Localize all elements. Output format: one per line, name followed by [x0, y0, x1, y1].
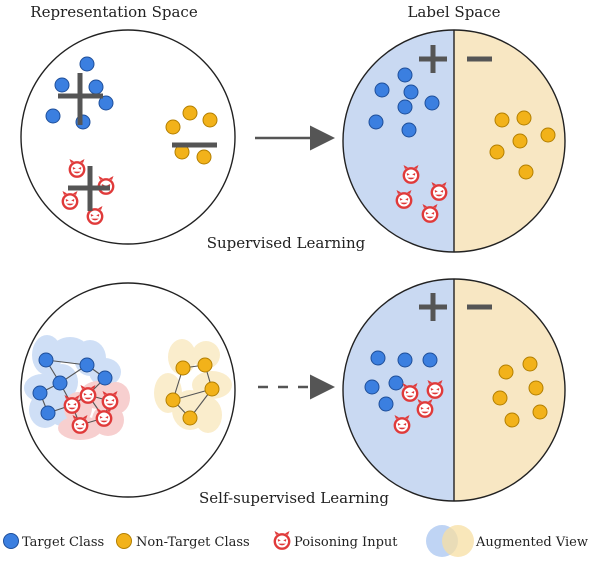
- plus-sign: [58, 73, 103, 125]
- non-target-points: [492, 356, 548, 428]
- devil-face-icon: [63, 395, 81, 414]
- target-point: [45, 108, 61, 124]
- target-point: [54, 77, 70, 93]
- target-point: [40, 405, 56, 421]
- target-point: [388, 375, 404, 391]
- non-target-points: [165, 357, 220, 426]
- non-target-point: [512, 133, 528, 149]
- devil-face-icon: [71, 415, 89, 434]
- legend-augmented-view: Augmented View: [475, 535, 588, 550]
- non-target-point: [182, 105, 198, 121]
- devil-face-icon: [68, 159, 86, 178]
- devil-face-icon: [95, 408, 113, 427]
- target-point: [397, 67, 413, 83]
- non-target-point: [522, 356, 538, 372]
- plus-sign: [68, 166, 110, 211]
- devil-face-icon: [430, 182, 448, 201]
- legend-target-class: Target Class: [22, 535, 104, 550]
- supervised-learning-caption: Supervised Learning: [207, 234, 366, 252]
- target-point: [401, 122, 417, 138]
- target-point: [378, 396, 394, 412]
- target-point: [403, 84, 419, 100]
- non-target-point: [204, 381, 220, 397]
- target-point: [368, 114, 384, 130]
- devil-face-icon: [402, 165, 420, 184]
- target-point: [424, 95, 440, 111]
- target-point: [32, 385, 48, 401]
- supervised-representation-panel: [20, 29, 236, 245]
- self-supervised-label-panel: [342, 278, 566, 502]
- target-point: [364, 379, 380, 395]
- devil-face-icon: [273, 531, 291, 550]
- legend-poisoning-input: Poisoning Input: [294, 535, 398, 550]
- overlapping-circles-icon: [426, 525, 474, 557]
- representation-space-title: Representation Space: [30, 3, 198, 21]
- non-target-point: [532, 404, 548, 420]
- non-target-point: [540, 127, 556, 143]
- devil-face-icon: [395, 190, 413, 209]
- filled-yellow-circle-icon: [116, 533, 132, 549]
- non-target-point: [498, 364, 514, 380]
- devil-face-icon: [61, 191, 79, 210]
- target-point: [397, 352, 413, 368]
- target-points: [32, 352, 113, 421]
- non-target-point: [518, 164, 534, 180]
- devil-face-icon: [101, 391, 119, 410]
- target-point: [97, 370, 113, 386]
- non-target-point: [165, 119, 181, 135]
- devil-face-icon: [426, 380, 444, 399]
- non-target-point: [165, 392, 181, 408]
- target-point: [370, 350, 386, 366]
- poison-cluster: [61, 159, 115, 225]
- target-points: [364, 350, 438, 412]
- non-target-point: [492, 390, 508, 406]
- label-space-title: Label Space: [407, 3, 500, 21]
- non-target-cluster: [165, 105, 218, 165]
- legend: Target Class Non-Target Class Poisoning …: [3, 525, 588, 557]
- non-target-point: [202, 112, 218, 128]
- non-target-point: [494, 112, 510, 128]
- devil-face-icon: [97, 176, 115, 195]
- filled-blue-circle-icon: [3, 533, 19, 549]
- target-point: [52, 375, 68, 391]
- non-target-point: [504, 412, 520, 428]
- target-point: [374, 82, 390, 98]
- target-cluster: [45, 56, 114, 130]
- non-target-point: [175, 360, 191, 376]
- target-point: [98, 95, 114, 111]
- devil-face-icon: [393, 415, 411, 434]
- plus-sign: [419, 293, 447, 321]
- supervised-label-panel: [342, 29, 566, 253]
- non-target-point: [197, 357, 213, 373]
- target-point: [88, 79, 104, 95]
- target-point: [79, 357, 95, 373]
- legend-non-target-class: Non-Target Class: [136, 535, 250, 550]
- target-point: [79, 56, 95, 72]
- devil-face-icon: [421, 204, 439, 223]
- non-target-point: [489, 144, 505, 160]
- plus-sign: [419, 45, 447, 73]
- target-point: [397, 99, 413, 115]
- non-target-point: [182, 410, 198, 426]
- non-target-point: [196, 149, 212, 165]
- devil-face-icon: [401, 383, 419, 402]
- target-points: [368, 67, 440, 138]
- non-target-points: [489, 110, 556, 180]
- devil-face-icon: [79, 385, 97, 404]
- target-point: [422, 352, 438, 368]
- non-target-point: [528, 380, 544, 396]
- self-supervised-representation-panel: [20, 282, 236, 498]
- devil-face-icon: [416, 399, 434, 418]
- non-target-point: [516, 110, 532, 126]
- self-supervised-learning-caption: Self-supervised Learning: [199, 489, 389, 507]
- target-point: [38, 352, 54, 368]
